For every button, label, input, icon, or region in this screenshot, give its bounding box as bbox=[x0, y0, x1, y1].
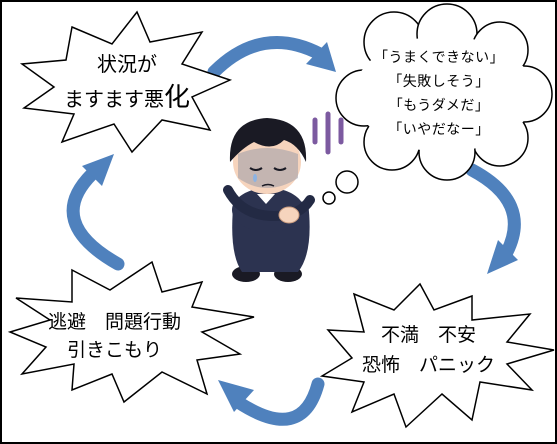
emotions-text: 不満 不安 恐怖 パニック bbox=[362, 320, 495, 380]
depressed-person-icon bbox=[223, 118, 315, 282]
worsening-line2-main: ますます悪 bbox=[64, 87, 164, 111]
thought-line-3: 「もうダメだ」 bbox=[388, 98, 490, 114]
emotions-line2: 恐怖 パニック bbox=[362, 354, 496, 376]
worsening-text: 状況が ますます悪化 bbox=[64, 48, 190, 114]
thought-line-2: 「失敗しそう」 bbox=[388, 74, 490, 90]
arrow-left bbox=[66, 154, 125, 271]
burst-bubble-worsening bbox=[19, 10, 233, 154]
worsening-line2: ますます悪化 bbox=[64, 77, 190, 114]
burst-bubble-avoidance bbox=[7, 260, 255, 404]
worsening-line2-emphasis: 化 bbox=[164, 83, 191, 113]
gloom-lines bbox=[312, 111, 344, 155]
thought-text: 「うまくできない」 「失敗しそう」 「もうダメだ」 「いやだなー」 bbox=[374, 46, 504, 142]
thought-dot-small bbox=[322, 191, 336, 205]
worsening-line1: 状況が bbox=[97, 52, 157, 76]
arrow-right bbox=[465, 163, 521, 274]
thought-dot-large bbox=[335, 170, 359, 194]
arrow-bottom bbox=[218, 377, 325, 426]
thought-line-4: 「いやだなー」 bbox=[388, 122, 490, 138]
avoidance-line2: 引きこもり bbox=[67, 339, 163, 361]
thought-line-1: 「うまくできない」 bbox=[374, 50, 505, 66]
cycle-arrows bbox=[66, 36, 521, 426]
thought-cloud bbox=[322, 3, 553, 205]
burst-bubble-emotions bbox=[319, 282, 555, 429]
avoidance-line1: 逃避 問題行動 bbox=[48, 311, 182, 333]
arrow-top bbox=[207, 36, 336, 79]
emotions-line1: 不満 不安 bbox=[381, 324, 477, 346]
avoidance-text: 逃避 問題行動 引きこもり bbox=[48, 308, 181, 364]
